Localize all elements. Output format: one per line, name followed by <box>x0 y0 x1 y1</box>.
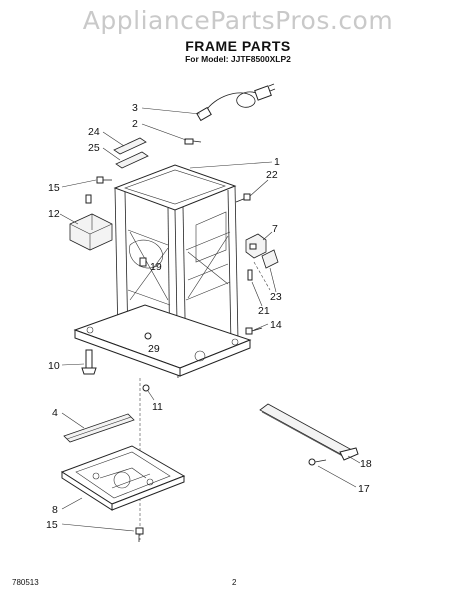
bracket-24 <box>113 137 147 155</box>
screw-small <box>85 194 92 204</box>
main-frame <box>73 164 252 379</box>
leader-24 <box>102 131 125 147</box>
bottom-plate-8 <box>60 445 186 511</box>
callout-4: 4 <box>52 407 58 419</box>
part-19 <box>139 257 147 267</box>
callout-19: 19 <box>150 261 162 273</box>
callout-18: 18 <box>360 458 372 470</box>
bracket-23 <box>253 249 279 291</box>
callout-11: 11 <box>152 401 163 413</box>
power-cord <box>196 83 276 122</box>
leader-17 <box>317 465 357 488</box>
callout-1: 1 <box>274 156 280 168</box>
screw-11 <box>142 384 150 392</box>
callout-12: 12 <box>48 208 60 220</box>
callout-15-bottom: 15 <box>46 519 58 531</box>
screw-15-bottom <box>135 527 144 542</box>
screw-15-top <box>96 176 112 184</box>
callout-14: 14 <box>270 319 282 331</box>
part-21 <box>247 269 253 281</box>
leader-14 <box>253 323 269 331</box>
screw-22 <box>235 193 251 203</box>
callout-15-top: 15 <box>48 182 60 194</box>
screw-2 <box>184 138 202 145</box>
leader-2 <box>141 123 187 141</box>
leader-18 <box>347 455 361 464</box>
callout-29: 29 <box>148 343 160 355</box>
leader-12 <box>59 213 79 225</box>
diagram-title: FRAME PARTS <box>185 38 291 54</box>
leader-15-bottom <box>61 523 135 532</box>
leader-25 <box>102 147 121 161</box>
callout-10: 10 <box>48 360 60 372</box>
leader-21 <box>251 281 263 307</box>
callout-25: 25 <box>88 142 100 154</box>
footer-code: 780513 <box>12 578 39 587</box>
leader-11 <box>147 390 155 401</box>
leader-10 <box>61 363 85 366</box>
diagram-subtitle: For Model: JJTF8500XLP2 <box>185 54 291 64</box>
leader-22 <box>249 179 269 197</box>
callout-8: 8 <box>52 504 58 516</box>
bracket-25 <box>115 151 149 169</box>
strip-4 <box>63 413 135 443</box>
watermark: AppliancePartsPros.com <box>82 6 394 35</box>
rail-18 <box>259 403 359 461</box>
leader-23 <box>269 267 277 293</box>
callout-23: 23 <box>270 291 282 303</box>
callout-7: 7 <box>272 223 278 235</box>
leader-4 <box>61 412 85 429</box>
callout-17: 17 <box>358 483 370 495</box>
switch-7 <box>245 233 267 259</box>
junction-box-12 <box>69 213 113 251</box>
callout-3: 3 <box>132 102 138 114</box>
callout-24: 24 <box>88 126 100 138</box>
callout-22: 22 <box>266 169 278 181</box>
leader-15-top <box>61 179 97 188</box>
leader-1 <box>189 161 273 169</box>
screw-17 <box>308 458 327 466</box>
part-29 <box>144 332 152 340</box>
callout-2: 2 <box>132 118 138 130</box>
leveling-leg-10 <box>81 349 97 375</box>
footer-page-number: 2 <box>232 578 237 587</box>
leader-8 <box>61 497 83 510</box>
callout-21: 21 <box>258 305 270 317</box>
screw-14 <box>245 327 263 335</box>
leader-3 <box>141 107 201 115</box>
leader-7 <box>262 231 273 241</box>
